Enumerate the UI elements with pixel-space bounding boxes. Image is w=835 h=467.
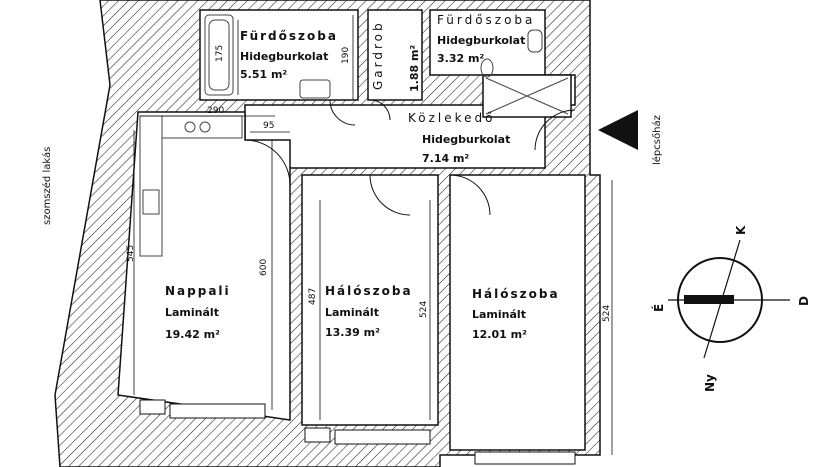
dimension-lines	[133, 15, 613, 455]
stove-burner	[199, 121, 211, 133]
windows	[139, 399, 576, 465]
room-floor-furdo-big: Hidegburkolat	[240, 50, 328, 63]
door-swing-entry	[534, 109, 576, 151]
interior-spaces	[117, 9, 586, 451]
room-area-gardrob: 1.88 m²	[408, 45, 421, 92]
dim-label-290: 290	[207, 106, 224, 116]
dim-label-95: 95	[263, 121, 274, 131]
door-swing-furdo	[329, 99, 356, 126]
labels: Fürdőszoba Hidegburkolat 5.51 m² Gardrob…	[41, 13, 811, 392]
neighbor-apartment-label: szomszéd lakás	[41, 147, 53, 225]
kitchen-sink	[142, 189, 160, 215]
room-label-gardrob: Gardrob	[371, 20, 385, 90]
stairwell-label: lépcsőház	[651, 115, 663, 165]
door-swing-bed2	[449, 174, 491, 216]
stove-burner	[184, 121, 196, 133]
washbasin	[480, 58, 494, 78]
room-label-nappali: Nappali	[165, 284, 231, 298]
room-label-haloszoba-2: Hálószoba	[472, 287, 560, 301]
room-gardrob	[367, 9, 423, 101]
room-floor-furdo-small: Hidegburkolat	[437, 34, 525, 47]
room-area-haloszoba-1: 13.39 m²	[325, 326, 380, 339]
room-floor-haloszoba-1: Laminált	[325, 306, 379, 319]
compass-east-label: K	[734, 225, 748, 235]
room-label-haloszoba-1: Hálószoba	[325, 284, 413, 298]
room-nappali	[117, 111, 291, 421]
stairwell-arrow-icon	[598, 110, 638, 150]
window-nappali-2	[169, 403, 266, 419]
room-label-furdo-big: Fürdőszoba	[240, 29, 338, 43]
compass-needle	[684, 295, 734, 304]
doors	[244, 99, 576, 216]
shower-cross-2	[485, 77, 569, 115]
window-nappali-1	[139, 399, 166, 415]
sink	[299, 79, 331, 99]
window-bed2	[474, 451, 576, 465]
room-area-furdo-big: 5.51 m²	[240, 68, 287, 81]
room-label-furdo-small: Fürdőszoba	[437, 13, 535, 27]
toilet	[527, 29, 543, 53]
shower-area	[482, 74, 572, 118]
bathtub-inner	[208, 19, 230, 91]
door-swing-bed1	[369, 174, 411, 216]
window-bed1-2	[334, 429, 431, 445]
window-bed1-1	[304, 427, 331, 443]
compass-west-label: Ny	[703, 374, 717, 392]
room-floor-nappali: Laminált	[165, 306, 219, 319]
room-label-kozlekedo: Közlekedő	[408, 111, 496, 125]
door-swing-nappali	[244, 139, 291, 186]
room-furdoszoba-small	[429, 9, 546, 76]
room-furdoszoba-big	[199, 9, 359, 101]
compass-south-label: D	[797, 296, 811, 306]
room-floor-haloszoba-2: Laminált	[472, 308, 526, 321]
dim-label-524-outer: 524	[602, 305, 612, 322]
room-area-kozlekedo: 7.14 m²	[422, 152, 469, 165]
dim-label-600: 600	[259, 259, 269, 276]
fixtures	[139, 14, 569, 257]
compass	[668, 239, 790, 359]
room-haloszoba-1	[301, 174, 439, 426]
room-area-haloszoba-2: 12.01 m²	[472, 328, 527, 341]
room-area-nappali: 19.42 m²	[165, 328, 220, 341]
dim-label-190: 190	[341, 47, 351, 64]
dim-label-175: 175	[215, 45, 225, 62]
bathtub	[204, 14, 234, 96]
room-haloszoba-2	[449, 174, 586, 451]
dim-label-487: 487	[308, 288, 318, 305]
room-floor-kozlekedo: Hidegburkolat	[422, 133, 510, 146]
dim-label-524-inner: 524	[419, 301, 429, 318]
compass-north-label: É	[651, 304, 666, 312]
dim-label-545: 545	[126, 245, 136, 262]
room-area-furdo-small: 3.32 m²	[437, 52, 484, 65]
door-swing-gardrob	[369, 99, 391, 121]
